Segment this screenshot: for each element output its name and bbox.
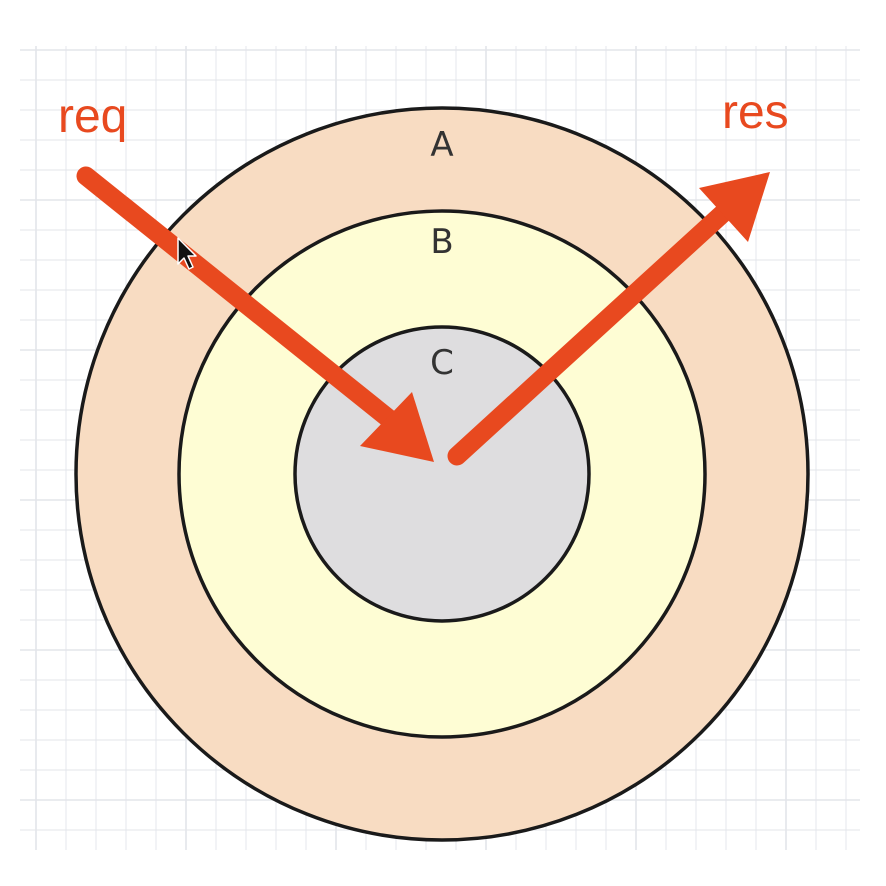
mouse-cursor-icon xyxy=(177,237,197,270)
layer-a-label: A xyxy=(430,125,453,165)
layer-c-label: C xyxy=(430,343,454,383)
layer-b-label: B xyxy=(430,222,453,262)
response-arrow xyxy=(447,172,770,466)
response-label: res xyxy=(722,86,789,139)
request-label: req xyxy=(58,90,127,143)
request-arrow xyxy=(76,166,434,462)
